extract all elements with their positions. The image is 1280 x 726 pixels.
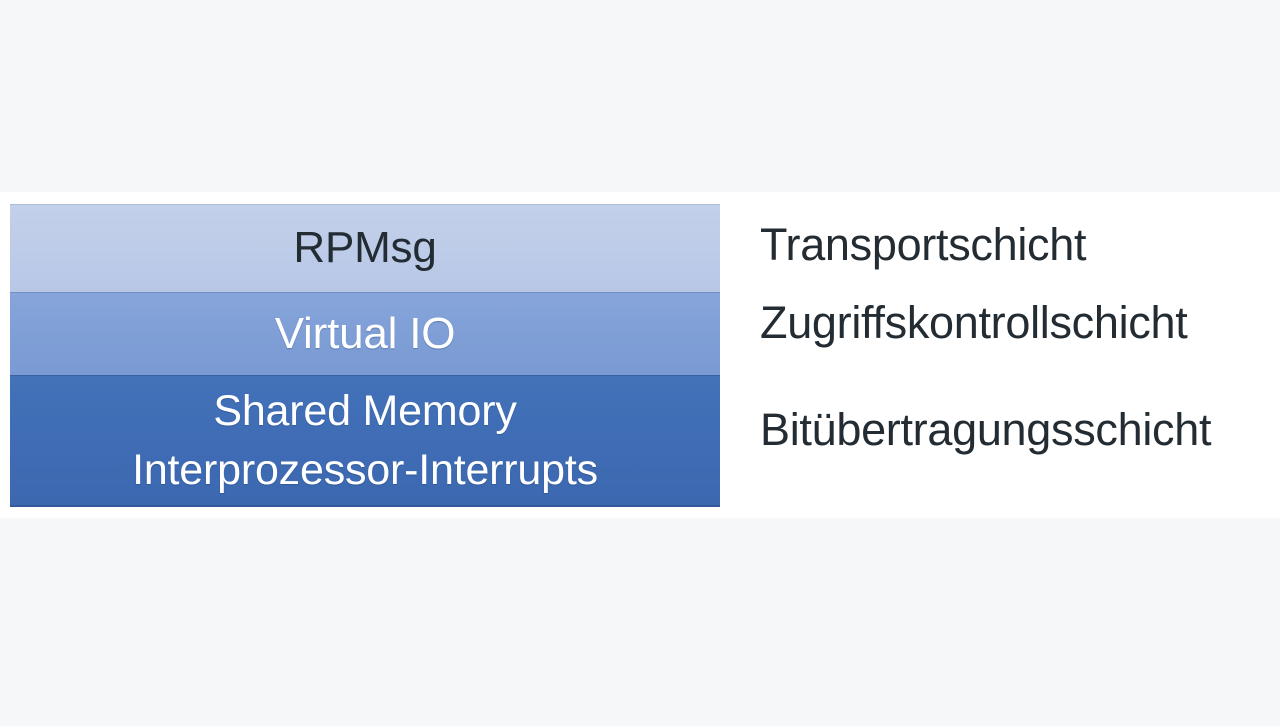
side-label-transportschicht: Transportschicht [760,219,1087,270]
layer-stack: RPMsg Virtual IO Shared Memory Interproz… [10,204,720,507]
side-label-bituebertragungsschicht: Bitübertragungsschicht [760,404,1212,455]
layer-label-virtual-io: Virtual IO [274,308,456,358]
side-label-zugriffskontrollschicht: Zugriffskontrollschicht [760,297,1188,348]
layer-label-interprozessor-interrupts: Interprozessor-Interrupts [132,445,598,494]
layer-block-virtual-io: Virtual IO [10,292,720,375]
layer-block-rpmsg: RPMsg [10,204,720,292]
side-label-column: Transportschicht Zugriffskontrollschicht… [760,192,1280,518]
layer-block-shared-memory: Shared Memory Interprozessor-Interrupts [10,375,720,507]
layer-label-shared-memory: Shared Memory [213,387,517,436]
layer-label-rpmsg: RPMsg [293,223,437,273]
